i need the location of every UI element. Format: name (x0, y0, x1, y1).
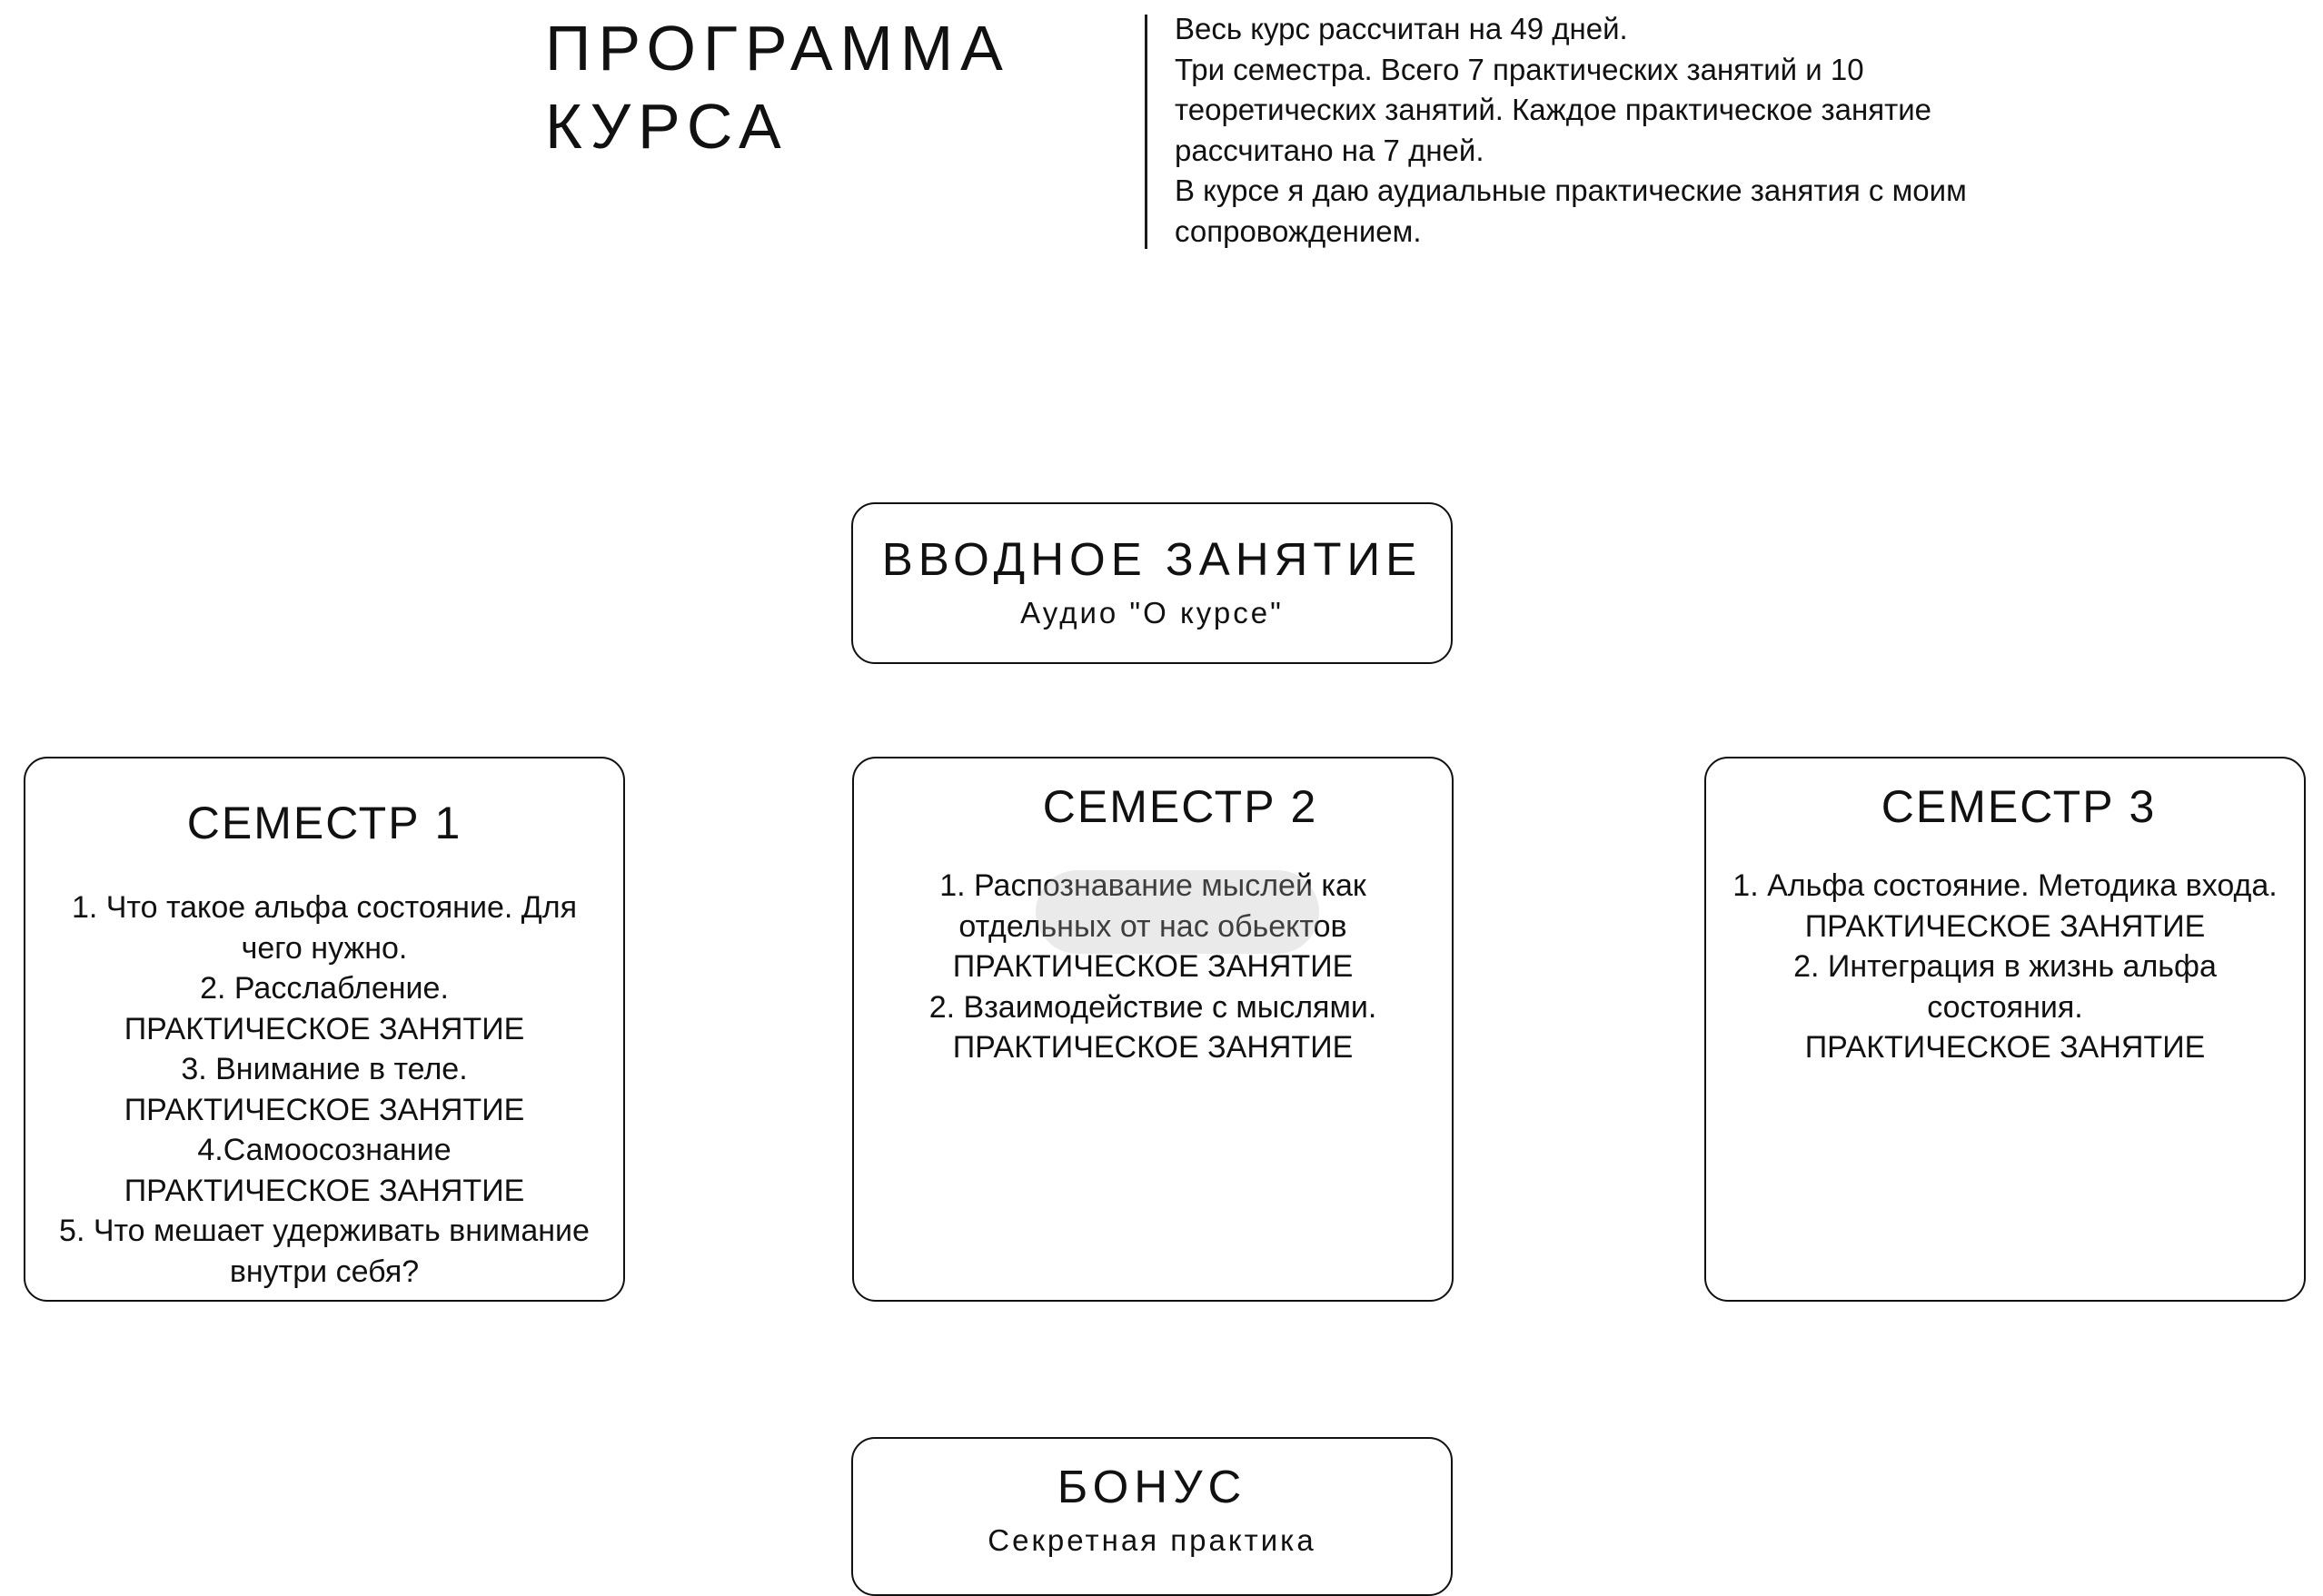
topic-line: 1. Что такое альфа состояние. Для (71, 890, 578, 925)
page-title: ПРОГРАММА КУРСА (545, 9, 1108, 165)
topic-line: отдельных от нас обьектов (958, 908, 1347, 944)
semester-2-topics: 1. Распознавание мыслей как отдельных от… (854, 866, 1452, 1068)
topic-line: 1. Распознавание мыслей как (939, 868, 1366, 903)
semester-1-topics: 1. Что такое альфа состояние. Для чего н… (25, 887, 623, 1292)
description-line: В курсе я даю аудиальные практические за… (1175, 173, 1967, 207)
topic-line: ПРАКТИЧЕСКОЕ ЗАНЯТИЕ (1804, 908, 2206, 944)
semester-1-title: СЕМЕСТР 1 (186, 798, 462, 848)
topic-line: 1. Альфа состояние. Методика входа. (1732, 868, 2278, 903)
vertical-divider (1145, 15, 1147, 249)
semester-3-card: СЕМЕСТР 3 1. Альфа состояние. Методика в… (1704, 757, 2306, 1302)
topic-line: 3. Внимание в теле. (181, 1052, 468, 1086)
intro-lesson-title: ВВОДНОЕ ЗАНЯТИЕ (881, 533, 1423, 585)
topic-line: ПРАКТИЧЕСКОЕ ЗАНЯТИЕ (124, 1092, 525, 1127)
topic-line: внутри себя? (229, 1254, 420, 1289)
page-title-line: КУРСА (545, 91, 789, 162)
topic-line: ПРАКТИЧЕСКОЕ ЗАНЯТИЕ (952, 1030, 1354, 1065)
topic-line: ПРАКТИЧЕСКОЕ ЗАНЯТИЕ (124, 1011, 525, 1046)
bonus-title: БОНУС (1057, 1461, 1247, 1512)
bonus-card: БОНУС Секретная практика (851, 1437, 1453, 1596)
semester-3-title: СЕМЕСТР 3 (1881, 781, 2157, 832)
intro-lesson-card: ВВОДНОЕ ЗАНЯТИЕ Аудио "О курсе" (851, 502, 1453, 664)
description-line: сопровождением. (1175, 213, 1422, 248)
topic-line: 5. Что мешает удерживать внимание (59, 1214, 590, 1248)
topic-line: ПРАКТИЧЕСКОЕ ЗАНЯТИЕ (1804, 1030, 2206, 1065)
topic-line: 2. Интеграция в жизнь альфа (1793, 949, 2217, 984)
watermark-overlay (1036, 870, 1319, 954)
bonus-subtitle: Секретная практика (988, 1523, 1316, 1557)
topic-line: 2. Взаимодействие с мыслями. (928, 989, 1377, 1025)
topic-line: 2. Расслабление. (200, 971, 449, 1006)
course-description: Весь курс рассчитан на 49 дней. Три семе… (1175, 9, 2083, 252)
description-line: Весь курс рассчитан на 49 дней. (1175, 12, 1628, 45)
semester-2-title: СЕМЕСТР 2 (1042, 781, 1318, 832)
topic-line: состояния. (1927, 989, 2083, 1025)
intro-lesson-subtitle: Аудио "О курсе" (1020, 596, 1284, 629)
topic-line: 4.Самоосознание (197, 1133, 452, 1167)
description-line: теоретических занятий. Каждое практическ… (1175, 93, 1932, 126)
description-line: Три семестра. Всего 7 практических занят… (1175, 52, 1864, 86)
description-line: рассчитано на 7 дней. (1175, 133, 1484, 167)
page-title-line: ПРОГРАММА (545, 13, 1010, 84)
semester-1-card: СЕМЕСТР 1 1. Что такое альфа состояние. … (24, 757, 625, 1302)
topic-line: ПРАКТИЧЕСКОЕ ЗАНЯТИЕ (124, 1173, 525, 1208)
topic-line: чего нужно. (241, 930, 408, 966)
semester-3-topics: 1. Альфа состояние. Методика входа. ПРАК… (1706, 866, 2304, 1068)
semester-2-card: СЕМЕСТР 2 1. Распознавание мыслей как от… (852, 757, 1454, 1302)
topic-line: ПРАКТИЧЕСКОЕ ЗАНЯТИЕ (952, 949, 1354, 984)
